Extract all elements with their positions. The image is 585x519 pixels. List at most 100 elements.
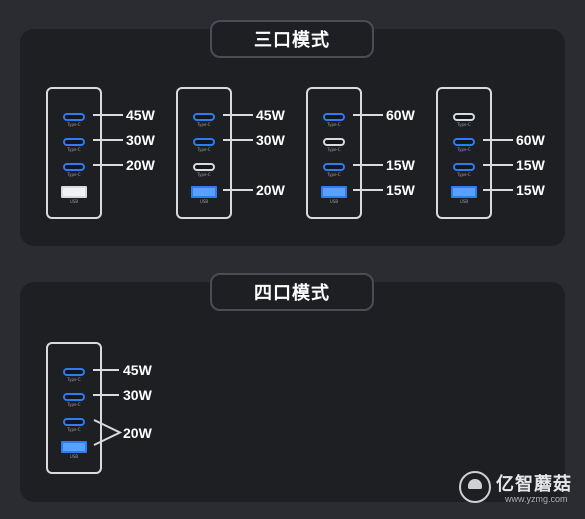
- three-config-4-port-2: Type-C: [453, 138, 475, 152]
- three-config-1-port-1: Type-C: [63, 113, 85, 127]
- mushroom-logo-icon: [459, 471, 491, 503]
- port-label: Type-C: [457, 147, 471, 152]
- four-config-charger: Type-C Type-C Type-C USB: [46, 342, 102, 474]
- three-config-3-port-1: Type-C: [323, 113, 345, 127]
- leader-line: [93, 369, 119, 371]
- leader-line: [223, 139, 253, 141]
- usb-c-port-icon: [323, 113, 345, 121]
- wattage-label: 45W: [256, 107, 285, 123]
- usb-c-port-icon: [63, 393, 85, 401]
- wattage-label: 60W: [386, 107, 415, 123]
- wattage-label: 45W: [123, 362, 152, 378]
- wattage-label: 15W: [516, 182, 545, 198]
- usb-c-port-icon: [453, 113, 475, 121]
- port-label: Type-C: [67, 427, 81, 432]
- port-label: Type-C: [457, 122, 471, 127]
- usb-c-port-icon: [63, 368, 85, 376]
- leader-line: [483, 164, 513, 166]
- usb-c-port-icon: [453, 163, 475, 171]
- three-config-4-port-3: Type-C: [453, 163, 475, 177]
- port-label: Type-C: [67, 122, 81, 127]
- port-label: Type-C: [327, 172, 341, 177]
- three-config-2-port-2: Type-C: [193, 138, 215, 152]
- watermark-url: www.yzmg.com: [505, 494, 568, 504]
- usb-a-port-icon: [61, 441, 87, 453]
- port-label: Type-C: [67, 147, 81, 152]
- port-label: Type-C: [197, 172, 211, 177]
- three-config-1-charger: Type-C Type-C Type-C USB: [46, 87, 102, 219]
- leader-line: [353, 164, 383, 166]
- usb-a-port-icon: [61, 186, 87, 198]
- wattage-label: 15W: [386, 182, 415, 198]
- port-label: Type-C: [67, 377, 81, 382]
- usb-c-port-icon: [453, 138, 475, 146]
- usb-c-port-icon: [63, 138, 85, 146]
- leader-line: [93, 114, 123, 116]
- port-label: USB: [69, 454, 79, 459]
- port-label: USB: [199, 199, 209, 204]
- usb-c-port-icon: [323, 163, 345, 171]
- three-config-2-port-3: Type-C: [193, 163, 215, 177]
- usb-c-port-icon: [323, 138, 345, 146]
- shared-bracket: [93, 419, 122, 446]
- port-label: Type-C: [457, 172, 471, 177]
- port-label: USB: [69, 199, 79, 204]
- three-config-3-port-3: Type-C: [323, 163, 345, 177]
- usb-c-port-icon: [193, 138, 215, 146]
- wattage-label: 60W: [516, 132, 545, 148]
- wattage-label: 20W: [123, 424, 152, 441]
- three-config-3-port-2: Type-C: [323, 138, 345, 152]
- leader-line: [93, 394, 119, 396]
- usb-c-port-icon: [63, 418, 85, 426]
- three-config-2-port-4: USB: [191, 186, 217, 204]
- three-config-4-port-4: USB: [451, 186, 477, 204]
- three-config-1-port-2: Type-C: [63, 138, 85, 152]
- three-config-2-port-1: Type-C: [193, 113, 215, 127]
- three-config-3-charger: Type-C Type-C Type-C USB: [306, 87, 362, 219]
- wattage-label: 30W: [126, 132, 155, 148]
- four-config-port-2: Type-C: [63, 393, 85, 407]
- four-config-port-4: USB: [61, 441, 87, 459]
- port-label: Type-C: [197, 122, 211, 127]
- leader-line: [483, 139, 513, 141]
- leader-line: [93, 139, 123, 141]
- wattage-label: 30W: [123, 387, 152, 403]
- usb-a-port-icon: [321, 186, 347, 198]
- leader-line: [223, 114, 253, 116]
- watermark-name: 亿智蘑菇: [496, 474, 572, 495]
- leader-line: [223, 189, 253, 191]
- three-config-3-port-4: USB: [321, 186, 347, 204]
- usb-c-port-icon: [193, 113, 215, 121]
- usb-c-port-icon: [193, 163, 215, 171]
- wattage-label: 45W: [126, 107, 155, 123]
- usb-a-port-icon: [451, 186, 477, 198]
- usb-c-port-icon: [63, 163, 85, 171]
- port-label: Type-C: [197, 147, 211, 152]
- three-config-1-port-3: Type-C: [63, 163, 85, 177]
- port-label: Type-C: [67, 172, 81, 177]
- usb-a-port-icon: [191, 186, 217, 198]
- four-config-port-1: Type-C: [63, 368, 85, 382]
- wattage-label: 20W: [126, 157, 155, 173]
- leader-line: [353, 189, 383, 191]
- wattage-label: 20W: [256, 182, 285, 198]
- port-label: Type-C: [67, 402, 81, 407]
- four-config-port-3: Type-C: [63, 418, 85, 432]
- leader-line: [93, 164, 123, 166]
- wattage-label: 30W: [256, 132, 285, 148]
- leader-line: [483, 189, 513, 191]
- port-label: USB: [329, 199, 339, 204]
- leader-line: [353, 114, 383, 116]
- port-label: USB: [459, 199, 469, 204]
- four-port-panel: [20, 282, 565, 502]
- usb-c-port-icon: [63, 113, 85, 121]
- three-config-2-charger: Type-C Type-C Type-C USB: [176, 87, 232, 219]
- three-config-4-charger: Type-C Type-C Type-C USB: [436, 87, 492, 219]
- three-port-title: 三口模式: [210, 20, 374, 58]
- wattage-label: 15W: [516, 157, 545, 173]
- four-port-title: 四口模式: [210, 273, 374, 311]
- three-config-4-port-1: Type-C: [453, 113, 475, 127]
- port-label: Type-C: [327, 122, 341, 127]
- port-label: Type-C: [327, 147, 341, 152]
- wattage-label: 15W: [386, 157, 415, 173]
